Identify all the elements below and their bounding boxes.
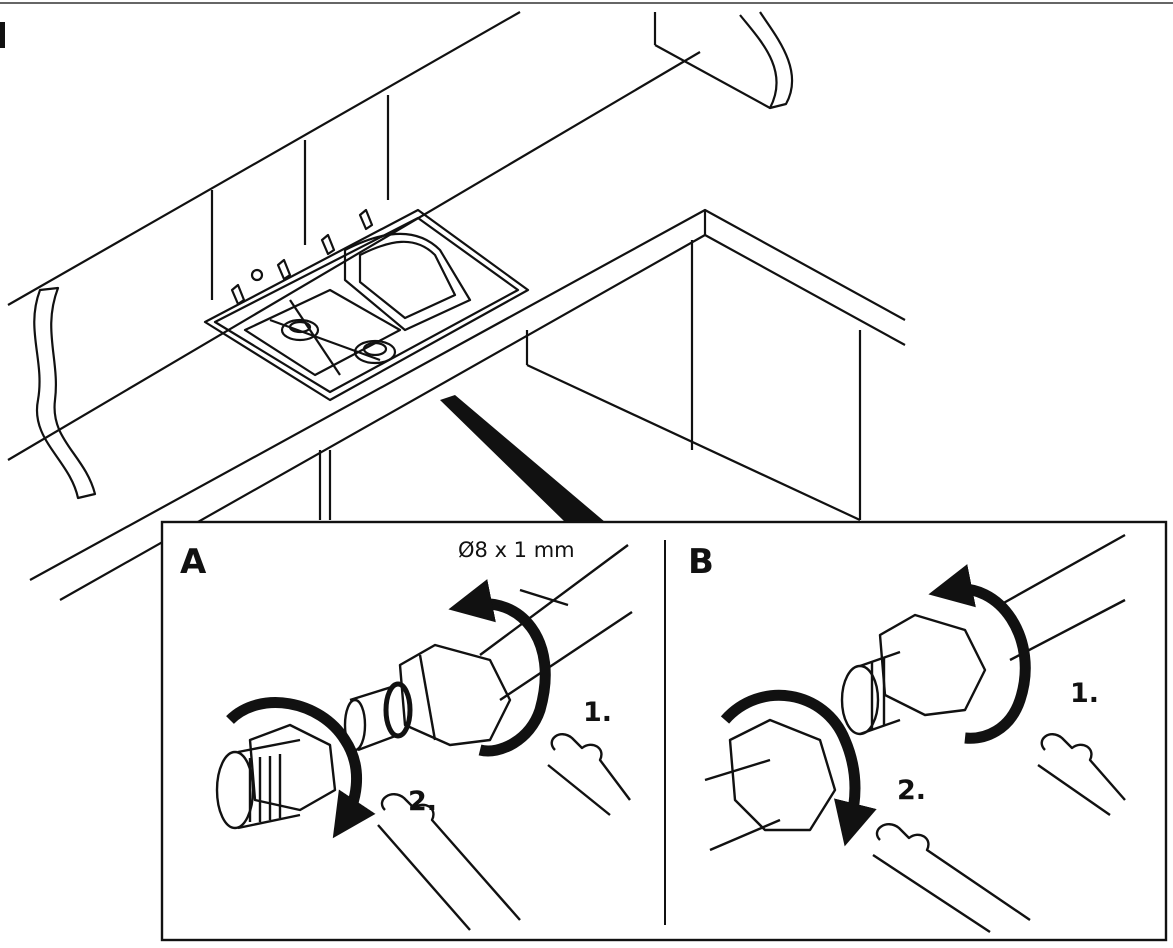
panel-b-step-1: 1. [1070,678,1100,709]
panel-b-arrow-upper [928,564,1031,744]
pipe-dimension-label: Ø8 x 1 mm [458,538,575,562]
panel-b-arrow-lower [720,689,877,847]
panel-a-illustration [215,544,633,931]
panel-a-arrow-upper [448,579,551,757]
panel-a-step-1: 1. [583,697,613,728]
pointer-wedge [440,395,605,522]
panel-b-label: B [688,542,714,582]
panel-a-label: A [180,542,207,582]
panel-a-arrow-lower [226,697,376,839]
panel-a-step-2: 2. [408,786,438,817]
panel-b-step-2: 2. [897,775,927,806]
kitchen-cabinet-scene [7,11,906,601]
